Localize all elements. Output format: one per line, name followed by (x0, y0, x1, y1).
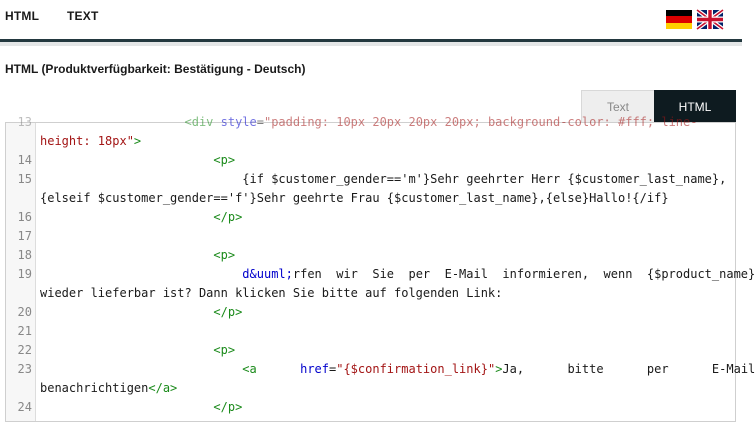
line-number: 13 (17, 115, 32, 129)
code-line[interactable]: {elseif $customer_gender=='f'}Sehr geehr… (6, 189, 735, 208)
code-text: <p> (40, 151, 235, 170)
tab-html[interactable]: HTML (5, 9, 40, 23)
code-line[interactable]: 15 {if $customer_gender=='m'}Sehr geehrt… (6, 170, 735, 189)
code-token: <p> (40, 343, 236, 357)
section-title: HTML (Produktverfügbarkeit: Bestätigung … (5, 62, 306, 76)
code-token: > (133, 134, 142, 148)
code-text: </p> (40, 398, 242, 417)
code-text: </p> (40, 208, 242, 227)
code-token: <div (40, 115, 221, 129)
code-line[interactable]: 18 <p> (6, 246, 735, 265)
code-line[interactable]: 24 </p> (6, 398, 735, 417)
code-text: wieder lieferbar ist? Dann klicken Sie b… (40, 284, 502, 303)
header-divider (0, 39, 742, 42)
line-number: 19 (17, 267, 32, 281)
code-line[interactable]: 23 <a href="{$confirmation_link}">Ja, bi… (6, 360, 755, 379)
code-line[interactable]: 19 d&uuml;rfen wir Sie per E-Mail inform… (6, 265, 755, 284)
code-token: </p> (40, 210, 243, 224)
code-text: d&uuml;rfen wir Sie per E-Mail informier… (40, 265, 755, 284)
line-number: 15 (17, 172, 32, 186)
code-line[interactable]: 14 <p> (6, 151, 735, 170)
line-number: 16 (17, 210, 32, 224)
code-line[interactable]: height: 18px"> (6, 132, 735, 151)
code-token: <a (40, 362, 257, 376)
line-number-gutter (6, 123, 36, 421)
code-token: style (220, 115, 257, 129)
code-token: <p> (40, 248, 236, 262)
code-text: <div style="padding: 10px 20px 20px 20px… (40, 113, 697, 132)
tab-text[interactable]: TEXT (67, 9, 99, 23)
code-text: </p> (40, 303, 242, 322)
code-line[interactable]: 13 <div style="padding: 10px 20px 20px 2… (6, 113, 735, 132)
header-shadow (0, 42, 742, 46)
uk-flag-graphic (695, 8, 725, 31)
code-token: = (256, 115, 264, 129)
code-token: rfen wir Sie per E-Mail informieren, wen… (292, 267, 755, 281)
code-token: </a> (148, 381, 178, 395)
code-text: <p> (40, 246, 235, 265)
code-token: "padding: 10px 20px 20px 20px; backgroun… (263, 115, 698, 129)
line-number: 24 (17, 400, 32, 414)
line-number: 21 (17, 324, 32, 338)
code-line[interactable]: 20 </p> (6, 303, 735, 322)
code-text: {if $customer_gender=='m'}Sehr geehrter … (40, 170, 726, 189)
code-token: {elseif $customer_gender=='f'}Sehr geehr… (40, 191, 669, 205)
code-token: height: 18px" (40, 134, 134, 148)
editor-mode-toggle: Text HTML (581, 90, 736, 123)
code-token: > (495, 362, 503, 376)
html-mode-button[interactable]: HTML (654, 90, 736, 123)
code-token: </p> (40, 400, 243, 414)
line-number: 23 (17, 362, 32, 376)
code-token: <p> (40, 153, 236, 167)
code-token: Ja, bitte per E-Mail (502, 362, 755, 376)
german-flag-icon[interactable] (666, 10, 692, 29)
code-text: benachrichtigen</a> (40, 379, 177, 398)
line-number: 22 (17, 343, 32, 357)
code-line[interactable]: benachrichtigen</a> (6, 379, 735, 398)
code-editor[interactable]: 13 <div style="padding: 10px 20px 20px 2… (5, 115, 755, 422)
code-line[interactable]: wieder lieferbar ist? Dann klicken Sie b… (6, 284, 735, 303)
code-line[interactable]: 21 (6, 322, 735, 341)
code-token: "{$confirmation_link}" (336, 362, 496, 376)
code-text: <p> (40, 341, 235, 360)
line-number: 14 (17, 153, 32, 167)
code-line[interactable]: 22 <p> (6, 341, 735, 360)
code-token: d&uuml; (40, 267, 293, 281)
code-text: <a href="{$confirmation_link}">Ja, bitte… (40, 360, 755, 379)
code-line[interactable]: 16 </p> (6, 208, 735, 227)
code-token: {if $customer_gender=='m'}Sehr geehrter … (40, 172, 727, 186)
uk-flag-icon[interactable] (695, 8, 725, 31)
code-text: {elseif $customer_gender=='f'}Sehr geehr… (40, 189, 669, 208)
code-token: benachrichtigen (40, 381, 149, 395)
code-token: wieder lieferbar ist? Dann klicken Sie b… (40, 286, 503, 300)
top-navigation-bar: HTML TEXT (0, 0, 742, 40)
code-token: href (256, 362, 329, 376)
line-number: 17 (17, 229, 32, 243)
code-token: = (329, 362, 337, 376)
code-text: height: 18px"> (40, 132, 141, 151)
line-number: 18 (17, 248, 32, 262)
line-number: 20 (17, 305, 32, 319)
code-token: </p> (40, 305, 243, 319)
code-line[interactable]: 17 (6, 227, 735, 246)
